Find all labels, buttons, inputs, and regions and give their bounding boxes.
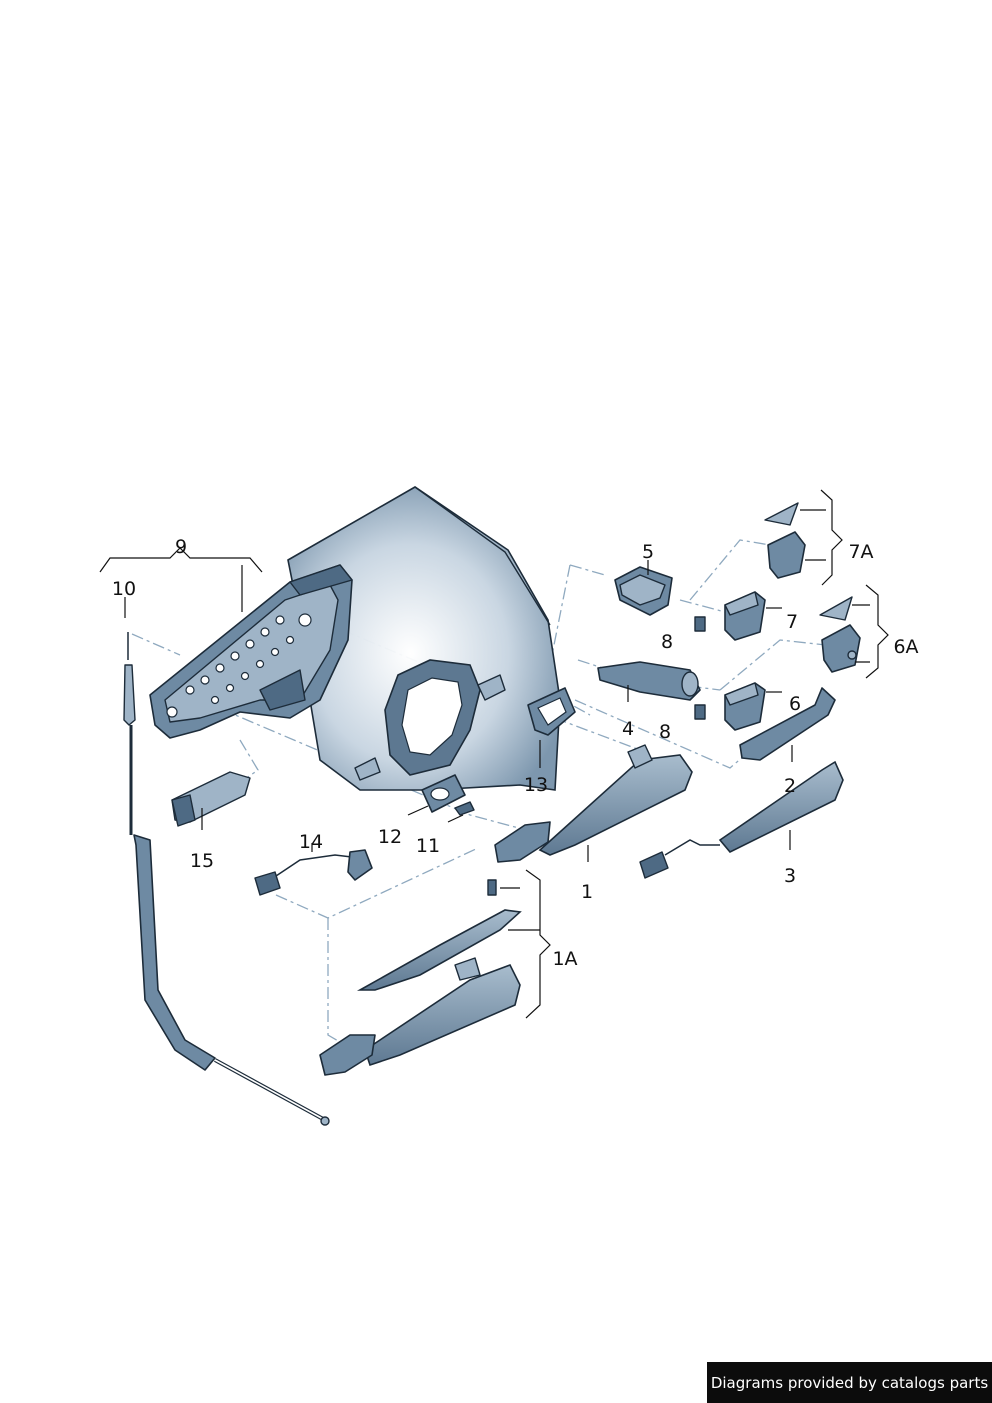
callout-5: 5 bbox=[642, 541, 654, 563]
callout-4: 4 bbox=[622, 718, 634, 740]
callout-9: 9 bbox=[175, 536, 187, 558]
part-2-handle-bracket bbox=[739, 687, 836, 761]
callout-7: 7 bbox=[786, 611, 798, 633]
part-5-lock-housing bbox=[614, 566, 673, 616]
part-9-handle-carrier bbox=[149, 564, 353, 739]
callout-15: 15 bbox=[190, 850, 214, 872]
credit-text: Diagrams provided by catalogs parts bbox=[710, 1373, 989, 1392]
callout-8-lower: 8 bbox=[659, 721, 671, 743]
callout-11: 11 bbox=[416, 835, 440, 857]
callout-7A: 7A bbox=[848, 541, 873, 563]
callout-10: 10 bbox=[112, 578, 136, 600]
part-11-screw bbox=[454, 801, 475, 816]
part-15-connector bbox=[171, 771, 251, 827]
callout-14: 14 bbox=[299, 831, 323, 853]
door-panel bbox=[287, 486, 561, 791]
credit-banner: Diagrams provided by catalogs parts bbox=[707, 1362, 992, 1403]
part-13-gasket bbox=[527, 687, 576, 736]
callout-6: 6 bbox=[789, 693, 801, 715]
callout-12: 12 bbox=[378, 826, 402, 848]
part-4-lock-cylinder bbox=[597, 661, 701, 701]
callout-1: 1 bbox=[581, 881, 593, 903]
part-7A-cap-set bbox=[764, 502, 806, 579]
callout-3: 3 bbox=[784, 865, 796, 887]
part-7-cap bbox=[724, 591, 766, 641]
part-8-spacers bbox=[694, 616, 706, 720]
callout-1A: 1A bbox=[552, 948, 577, 970]
part-14-sensor-cable bbox=[254, 849, 373, 896]
part-3-handle-sensor bbox=[639, 760, 844, 879]
part-1A-handle-set bbox=[319, 879, 522, 1076]
callout-13: 13 bbox=[524, 774, 548, 796]
part-6A-cap-set bbox=[819, 596, 861, 673]
leader-lines bbox=[99, 489, 889, 1019]
carrier-holes bbox=[166, 613, 312, 718]
callout-2: 2 bbox=[784, 775, 796, 797]
callout-labels: 1 1A 2 3 4 5 6 6A 7 7A 8 8 9 10 11 12 13… bbox=[112, 536, 919, 970]
part-10-bowden-cable bbox=[123, 632, 330, 1126]
part-1-door-handle bbox=[494, 744, 693, 863]
callout-8-upper: 8 bbox=[661, 631, 673, 653]
callout-6A: 6A bbox=[893, 636, 918, 658]
part-12-seal bbox=[421, 774, 466, 813]
part-6-cap bbox=[724, 682, 766, 731]
